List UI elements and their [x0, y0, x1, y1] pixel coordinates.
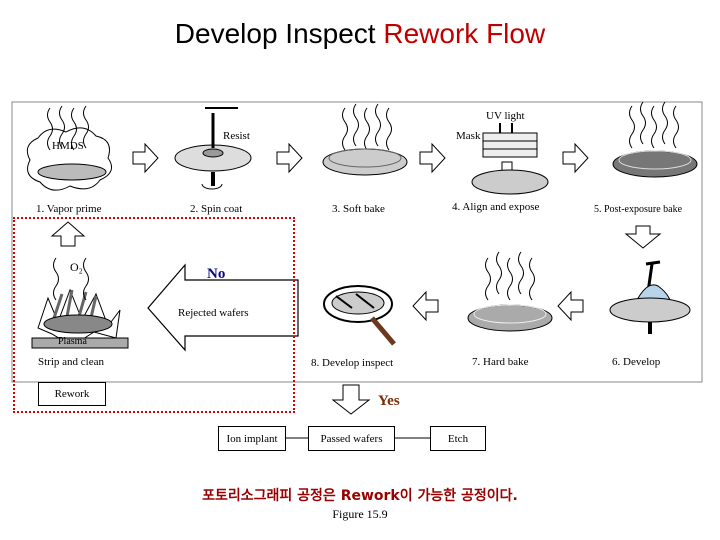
- align-expose-illustration: [471, 123, 549, 195]
- title-main: Develop Inspect: [174, 18, 376, 49]
- step-spin-coat: 2. Spin coat: [190, 203, 243, 215]
- hmds-label: HMDS: [52, 140, 84, 152]
- mask-label: Mask: [456, 130, 481, 142]
- arrow-6-7: [557, 290, 584, 322]
- rejected-wafers-label: Rejected wafers: [178, 307, 249, 319]
- post-exposure-bake-illustration: [612, 101, 698, 178]
- uv-light-label: UV light: [486, 110, 525, 122]
- soft-bake-illustration: [322, 103, 408, 176]
- no-label: No: [207, 266, 226, 282]
- resist-label: Resist: [223, 130, 250, 142]
- arrow-strip-to-prime: [50, 221, 86, 247]
- step-soft-bake: 3. Soft bake: [332, 203, 385, 215]
- step-develop: 6. Develop: [612, 356, 661, 368]
- develop-inspect-illustration: [323, 285, 396, 346]
- spin-coat-illustration: [174, 107, 252, 190]
- step-develop-inspect: 8. Develop inspect: [311, 357, 394, 369]
- process-frame: [11, 101, 703, 383]
- step-post-exposure-bake: 5. Post-exposure bake: [594, 204, 683, 215]
- strip-clean-illustration: [31, 257, 129, 349]
- step-strip-clean: Strip and clean: [38, 356, 104, 368]
- rework-frame: [13, 217, 295, 413]
- yes-arrow: [331, 384, 371, 415]
- develop-illustration: [609, 260, 691, 334]
- korean-caption: 포토리소그래피 공정은 Rework이 가능한 공정이다.: [202, 488, 518, 504]
- page-title: Develop Inspect Rework Flow: [0, 18, 720, 50]
- arrow-5-6: [624, 225, 662, 249]
- arrow-3-4: [419, 142, 446, 174]
- step-hard-bake: 7. Hard bake: [472, 356, 529, 368]
- arrow-7-8: [412, 290, 439, 322]
- o2-label: O₂: [70, 260, 83, 274]
- figure-caption: Figure 15.9: [332, 507, 388, 521]
- yes-label: Yes: [378, 393, 400, 409]
- rework-box: Rework: [38, 382, 106, 406]
- vapor-prime-illustration: [26, 105, 113, 191]
- arrow-4-5: [562, 142, 589, 174]
- title-accent: Rework Flow: [383, 18, 546, 49]
- plasma-label: Plasma: [58, 336, 87, 347]
- hard-bake-illustration: [467, 251, 553, 332]
- arrow-2-3: [276, 142, 303, 174]
- etch-box: Etch: [430, 426, 486, 451]
- passed-wafers-box: Passed wafers: [308, 426, 395, 451]
- step-align-expose: 4. Align and expose: [452, 201, 540, 213]
- rejected-arrow: [147, 263, 299, 352]
- arrow-1-2: [132, 142, 159, 174]
- step-vapor-prime: 1. Vapor prime: [36, 203, 102, 215]
- ion-implant-box: Ion implant: [218, 426, 286, 451]
